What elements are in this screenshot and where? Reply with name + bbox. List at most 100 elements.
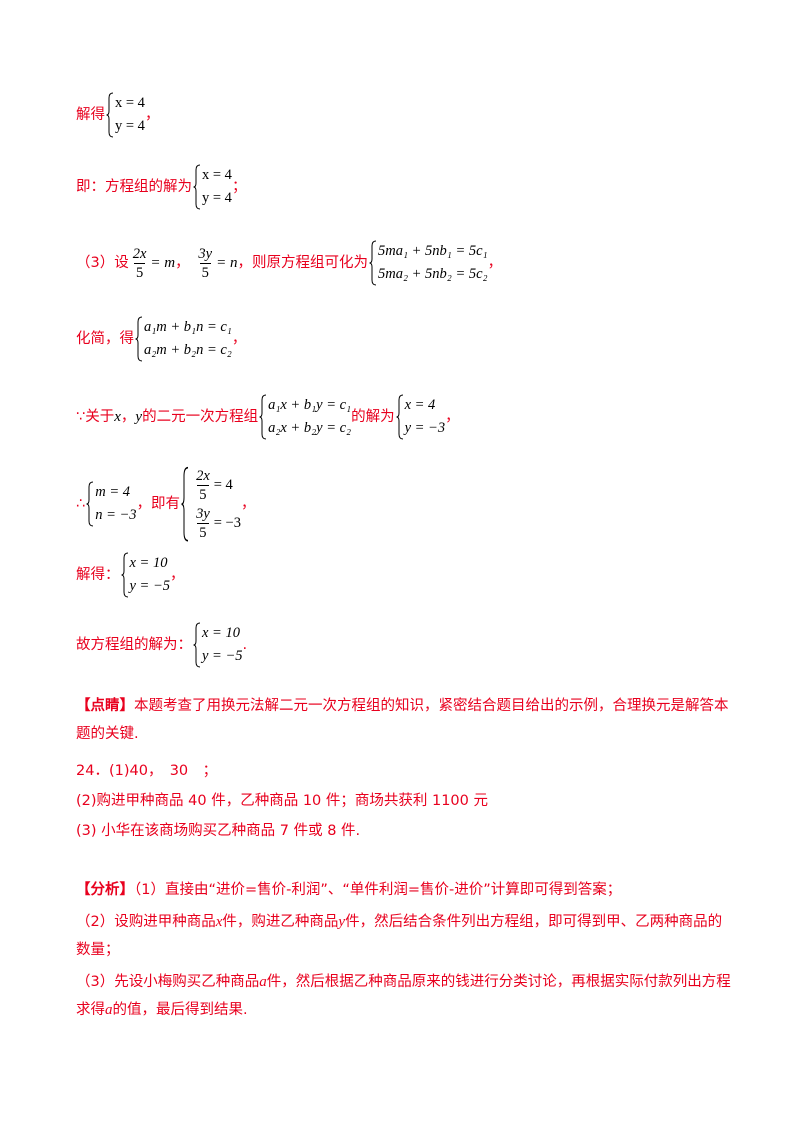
- q24-line-2: (2)购进甲种商品 40 件，乙种商品 10 件；商场共获利 1100 元: [76, 788, 736, 814]
- punctuation: ，: [231, 331, 247, 347]
- equation-row: x = 4: [115, 95, 145, 111]
- equation-row: x = 10: [129, 555, 168, 571]
- variable-x: x: [114, 409, 121, 425]
- equation-row: a₂x + b₂y = c₂: [268, 420, 352, 436]
- fraction-denominator: 5: [197, 523, 209, 542]
- fraction-denominator: 5: [199, 262, 211, 281]
- equation-system-4: a₁m + b₁n = c₁ a₂m + b₂n = c₂: [135, 316, 232, 362]
- punctuation: ，: [120, 409, 136, 425]
- equation-system-10: x = 10 y = −5: [193, 622, 243, 668]
- equation-system-9: x = 10 y = −5: [120, 552, 171, 598]
- text-segment: ，则原方程组可化为: [237, 255, 368, 271]
- q24-line-3: (3) 小华在该商场购买乙种商品 7 件或 8 件.: [76, 818, 736, 844]
- equation-system-2: x = 4 y = 4: [193, 164, 232, 210]
- fenxi-text-1: （1）直接由“进价=售价-利润”、“单件利润=售价-进价”计算即可得到答案；: [134, 882, 622, 898]
- dianjing-text: 本题考查了用换元法解二元一次方程组的知识，紧密结合题目给出的示例，合理换元是解答…: [76, 698, 729, 742]
- equation-system-7: m = 4 n = −3: [86, 481, 137, 527]
- equation-system-1: x = 4 y = 4: [106, 92, 145, 138]
- brace-icon: [86, 481, 94, 527]
- final-answer-line: 故方程组的解为： x = 10 y = −5 .: [76, 622, 247, 668]
- variable-a: a: [105, 1002, 113, 1018]
- equation-system-5: a₁x + b₁y = c₁ a₂x + b₂y = c₂: [259, 394, 351, 440]
- punctuation: ，: [170, 567, 185, 583]
- q24-answer-1: 24．(1)40， 30 ；: [76, 763, 218, 779]
- equation-row: y = −5: [129, 578, 171, 594]
- solution-line-1: 解得 x = 4 y = 4 ，: [76, 92, 159, 138]
- final-label: 故方程组的解为：: [76, 637, 192, 653]
- brace-icon: [106, 92, 114, 138]
- fenxi-text: （2）设购进甲种商品: [76, 914, 216, 930]
- fenxi-p3: （3）先设小梅购买乙种商品a件，然后根据乙种商品原来的钱进行分类讨论，再根据实际…: [76, 968, 736, 1024]
- fenxi-text: （3）先设小梅购买乙种商品: [76, 974, 260, 990]
- fenxi-text: 的值，最后得到结果.: [112, 1002, 248, 1018]
- huajian-label: 化简，得: [76, 331, 134, 347]
- brace-icon: [181, 466, 189, 542]
- jiede-label: 解得: [76, 107, 105, 123]
- equation-system-6: x = 4 y = −3: [396, 394, 445, 440]
- equation-row: y = −5: [202, 648, 243, 664]
- brace-icon: [396, 394, 404, 440]
- equation-row: x = 10: [202, 625, 240, 641]
- equation-rhs: = n: [216, 255, 238, 271]
- equation-system-3: 5ma₁ + 5nb₁ = 5c₁ 5ma₂ + 5nb₂ = 5c₂: [369, 240, 488, 286]
- punctuation: ，: [144, 107, 160, 123]
- equation-row: x = 4: [202, 167, 232, 183]
- dianjing-paragraph: 【点睛】本题考查了用换元法解二元一次方程组的知识，紧密结合题目给出的示例，合理换…: [76, 692, 736, 748]
- equation-row: n = −3: [95, 507, 137, 524]
- therefore-label: ∴: [76, 496, 86, 513]
- brace-icon: [135, 316, 143, 362]
- brace-icon: [193, 164, 201, 210]
- fraction-denominator: 5: [197, 485, 209, 504]
- equation-row: y = 4: [115, 118, 145, 134]
- fenxi-text: 件，然后结合条件列出方程组，即可得到甲、乙两种商品的数量；: [76, 914, 723, 958]
- equation-row: y = 4: [202, 190, 232, 206]
- variable-y: y: [338, 914, 346, 930]
- equation-row: x = 4: [404, 397, 436, 413]
- fraction-denominator: 5: [133, 262, 146, 281]
- solution-line-3: 解得： x = 10 y = −5 ，: [76, 552, 185, 598]
- fenxi-label: 【分析】: [76, 882, 134, 898]
- solution-line-2: 即：方程组的解为 x = 4 y = 4 ；: [76, 164, 246, 210]
- brace-icon: [369, 240, 377, 286]
- equation-rhs: = −3: [213, 515, 241, 532]
- fraction-numerator: 2x: [196, 468, 210, 485]
- because-label: ∵关于: [76, 409, 115, 425]
- brace-icon: [259, 394, 267, 440]
- because-line: ∵关于x，y的二元一次方程组 a₁x + b₁y = c₁ a₂x + b₂y …: [76, 394, 460, 440]
- equation-row: a₁x + b₁y = c₁: [268, 397, 352, 413]
- equation-row: 5ma₁ + 5nb₁ = 5c₁: [377, 243, 488, 259]
- punctuation: .: [242, 637, 248, 653]
- fraction-numerator: 3y: [196, 506, 210, 523]
- q24-answer-2: (2)购进甲种商品 40 件，乙种商品 10 件；商场共获利 1100 元: [76, 793, 488, 809]
- brace-icon: [193, 622, 201, 668]
- equation-row: 5ma₂ + 5nb₂ = 5c₂: [377, 266, 488, 282]
- text-segment: 的二元一次方程组: [142, 409, 259, 425]
- equation-row: a₁m + b₁n = c₁: [144, 319, 232, 335]
- simplify-line: 化简，得 a₁m + b₁n = c₁ a₂m + b₂n = c₂ ，: [76, 316, 246, 362]
- fenxi-p1: 【分析】（1）直接由“进价=售价-利润”、“单件利润=售价-进价”计算即可得到答…: [76, 876, 736, 904]
- part3-label: （3）设: [76, 255, 129, 271]
- variable-x: x: [215, 914, 223, 930]
- equation-row: a₂m + b₂n = c₂: [144, 342, 232, 358]
- jiede-label: 解得：: [76, 567, 120, 583]
- equation-rhs: = m: [150, 255, 176, 271]
- punctuation: ，: [487, 255, 503, 271]
- punctuation: ，: [175, 255, 190, 271]
- punctuation: ，: [445, 409, 460, 425]
- dianjing-label: 【点睛】: [76, 698, 134, 714]
- variable-a: a: [259, 974, 267, 990]
- q24-line-1: 24．(1)40， 30 ；: [76, 758, 736, 784]
- ji-label: 即：方程组的解为: [76, 179, 192, 195]
- brace-icon: [120, 552, 129, 598]
- fenxi-text: 件，然后根据乙种商品原来的钱进行分类讨论，再根据实际付款列出方程求得: [76, 974, 731, 1018]
- equation-row: m = 4: [95, 484, 130, 501]
